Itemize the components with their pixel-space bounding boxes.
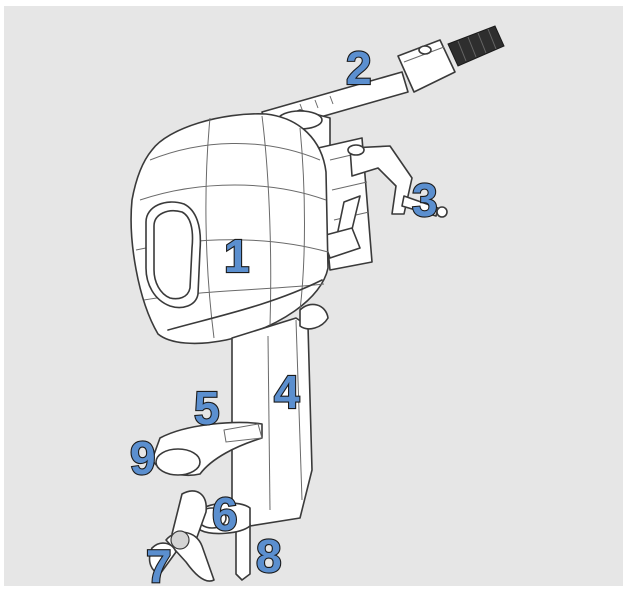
callout-8: 8 xyxy=(256,530,282,582)
drive-shaft-housing xyxy=(231,303,329,527)
anti-cavitation-plate xyxy=(151,421,263,476)
engine-cover xyxy=(130,113,329,345)
callout-6: 6 xyxy=(212,488,238,540)
gearcase xyxy=(197,502,251,535)
callout-7: 7 xyxy=(146,540,172,590)
callout-1: 1 xyxy=(224,230,250,282)
callout-2: 2 xyxy=(346,42,372,94)
callout-9: 9 xyxy=(130,432,156,484)
propeller xyxy=(148,490,215,582)
callout-3: 3 xyxy=(412,174,438,226)
callout-4: 4 xyxy=(274,366,300,418)
callout-5: 5 xyxy=(194,382,220,434)
